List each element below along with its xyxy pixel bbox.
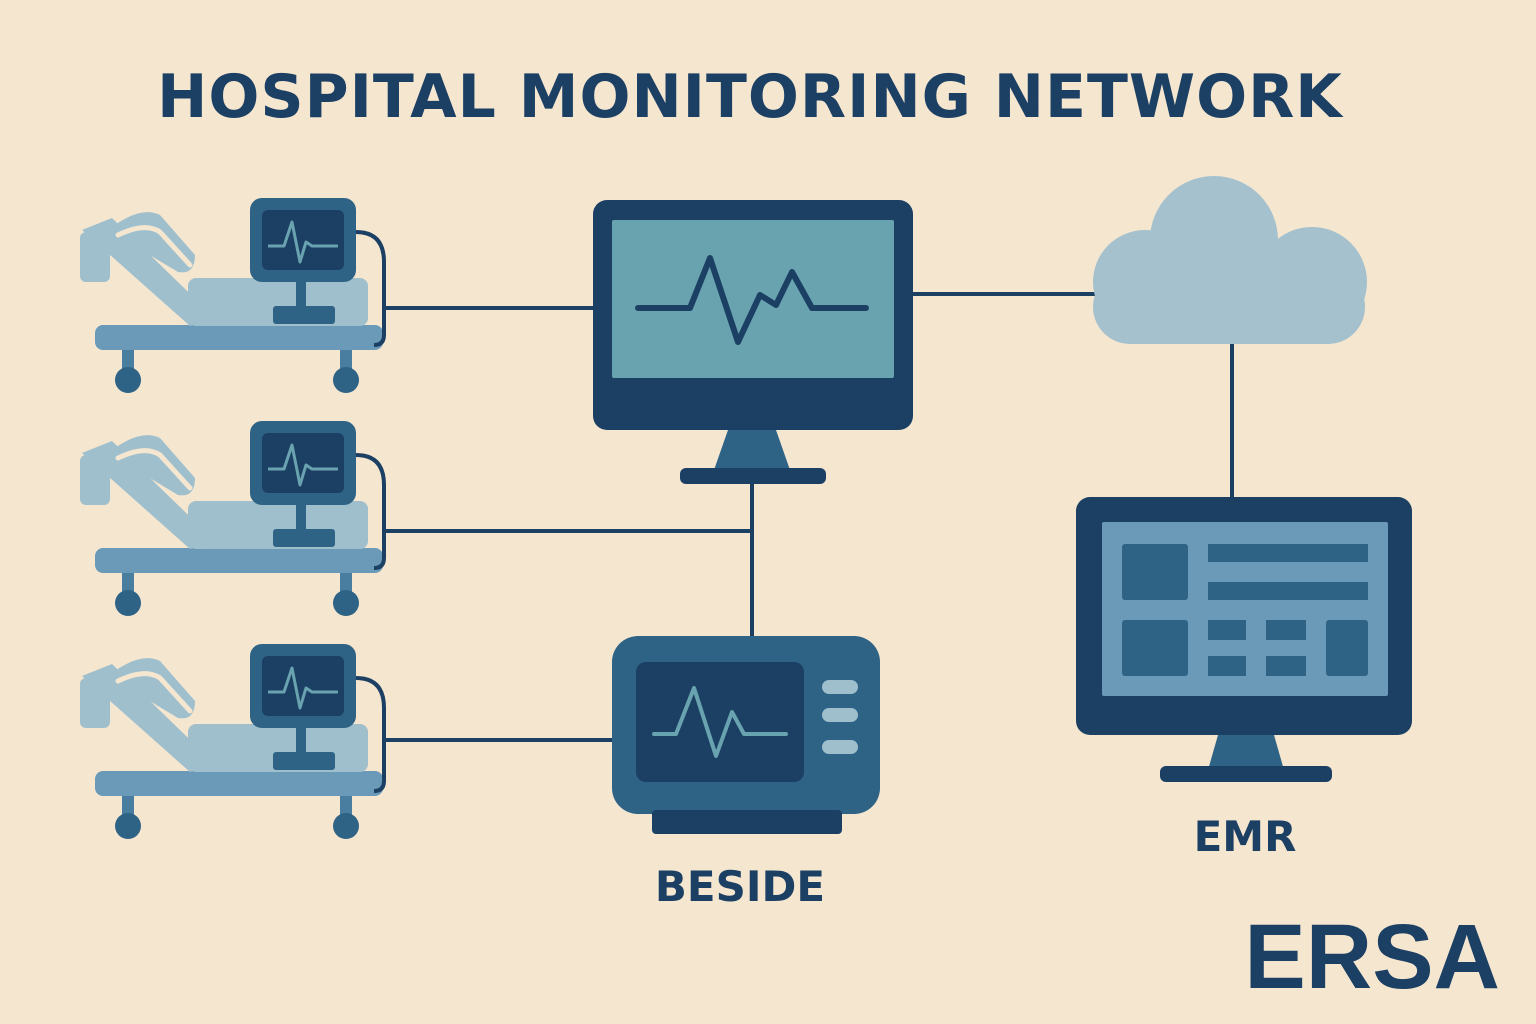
emr-computer-icon (1076, 497, 1412, 782)
hospital-bed-icon (80, 198, 384, 393)
hospital-bed-icon (80, 421, 384, 616)
hospital-bed-icon (80, 644, 384, 839)
brand-logo-text: ERSA (1244, 906, 1500, 1008)
central-monitor-icon (593, 200, 913, 484)
bedside-label: BESIDE (654, 862, 826, 911)
emr-label: EMR (1193, 812, 1297, 861)
cloud-icon (1093, 176, 1367, 344)
bedside-monitor-icon (612, 636, 880, 834)
connections (384, 292, 1234, 742)
diagram-title: HOSPITAL MONITORING NETWORK (157, 62, 1343, 132)
